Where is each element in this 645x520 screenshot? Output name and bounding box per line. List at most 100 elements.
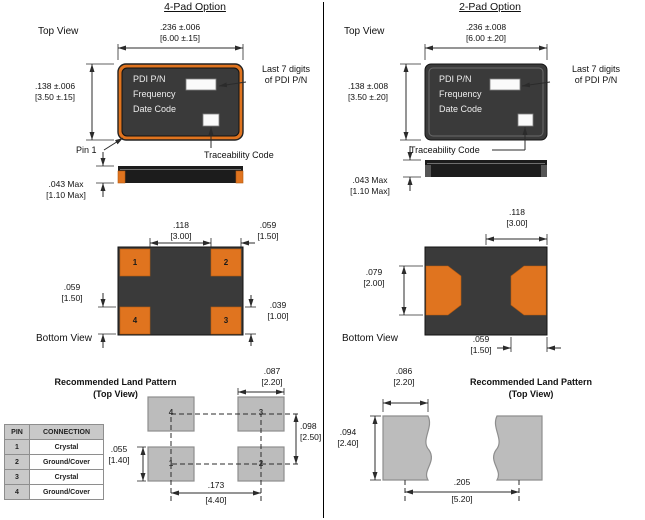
dim-vpitch-in-4pad: .098 [300,421,317,431]
dim-padspan-mm-4pad: [3.00] [170,231,192,241]
last7-callout-line1-4pad: Last 7 digits [261,64,311,74]
dim-padheight-mm-4pad: [1.50] [61,293,83,303]
dim-width-in-2pad: .236 ±.008 [465,22,507,32]
last7-callout-line2-4pad: of PDI P/N [264,75,308,85]
bottom-view-label-2pad: Bottom View [342,333,398,344]
last7-callout-line2-2pad: of PDI P/N [574,75,618,85]
pn-digits-box-2pad [489,78,521,91]
pin1-callout: Pin 1 [76,145,97,155]
table-row: 1 Crystal [4,439,104,455]
pin-number-cell: 1 [4,439,30,455]
dim-thickness-mm-2pad: [1.10 Max] [350,186,390,196]
side-view-2pad [403,146,547,191]
table-row: 2 Ground/Cover [4,454,104,470]
dim-thickness-in-2pad: .043 Max [352,175,388,185]
dim-padspan-in-4pad: .118 [173,220,189,230]
package-marking-pn-4pad: PDI P/N [133,74,166,84]
dim-thickness-in-4pad: .043 Max [48,179,84,189]
dim-hpitch-in-4pad: .173 [207,480,225,490]
package-marking-frequency-4pad: Frequency [133,89,176,99]
dim-width-mm-2pad: [6.00 ±.20] [465,33,507,43]
dim-padheight-in-4pad: .059 [63,282,81,292]
side-pad-left [425,265,462,316]
bottom-view-2pad [399,234,561,352]
land-pattern-4pad [137,388,301,501]
land-pattern-subtitle-4pad: (Top View) [93,389,138,399]
dim-padspan-in-2pad: .118 [509,207,525,217]
land-pad-number-2: 2 [258,459,264,468]
land-pattern-title-2pad: Recommended Land Pattern [469,377,593,387]
last7-callout-line1-2pad: Last 7 digits [571,64,621,74]
dim-height-mm-4pad: [3.50 ±.15] [34,92,76,102]
top-view-label-4pad: Top View [38,26,79,37]
dim-landheight-mm-4pad: [1.40] [108,455,130,465]
connection-cell: Crystal [29,439,104,455]
connection-cell: Ground/Cover [29,454,104,470]
pad-number-3: 3 [223,316,229,325]
land-pattern-title-4pad: Recommended Land Pattern [54,377,177,387]
traceability-box-4pad [202,113,220,127]
side-pad-right [510,265,547,316]
dim-height-in-2pad: .138 ±.008 [347,81,389,91]
top-view-2pad [400,44,551,151]
connection-cell: Crystal [29,469,104,485]
land-pad-left [382,415,432,481]
table-row: 4 Ground/Cover [4,484,104,500]
pad-1 [119,248,151,277]
package-marking-frequency-2pad: Frequency [439,89,482,99]
dim-landwidth-in-4pad: .087 [263,366,281,376]
connection-column-header: CONNECTION [29,424,104,440]
connection-cell: Ground/Cover [29,484,104,500]
pin1-leader [103,137,124,151]
section-title-4pad: 4-Pad Option [164,1,226,13]
dim-pitch-mm-2pad: [5.20] [451,494,473,504]
dim-hpitch-mm-4pad: [4.40] [205,495,227,505]
bottom-view-4pad [98,238,256,348]
land-pattern-subtitle-2pad: (Top View) [508,389,554,399]
side-body-2pad [425,160,547,177]
dim-landwidth-mm-2pad: [2.20] [393,377,415,387]
dim-corner-in-4pad: .039 [269,300,287,310]
dim-thickness-mm-4pad: [1.10 Max] [46,190,86,200]
land-pad-number-4: 4 [168,408,174,417]
top-view-label-2pad: Top View [344,26,385,37]
pin-number-cell: 4 [4,484,30,500]
pin-column-header: PIN [4,424,30,440]
pad-4 [119,306,151,335]
side-body-4pad [118,166,243,183]
dim-pitch-in-2pad: .205 [453,477,471,487]
dim-padspan-mm-2pad: [3.00] [506,218,528,228]
dim-landwidth-mm-4pad: [2.20] [261,377,283,387]
package-marking-datecode-2pad: Date Code [439,104,483,114]
pn-digits-box-4pad [185,78,217,91]
traceability-callout-4pad: Traceability Code [204,150,274,160]
traceability-box-2pad [517,113,534,127]
top-view-4pad [86,44,247,151]
last7-leader-2pad [521,81,551,88]
land-pad-number-1: 1 [168,459,174,468]
dim-landheight-in-4pad: .055 [110,444,128,454]
section-title-2pad: 2-Pad Option [459,1,521,13]
package-outline-dashed [170,413,262,465]
dim-landwidth-in-2pad: .086 [395,366,413,376]
pin-number-cell: 2 [4,454,30,470]
dim-padedge-in-2pad: .059 [472,334,490,344]
last7-leader-4pad [218,81,247,88]
dim-width-in-4pad: .236 ±.006 [159,22,201,32]
table-header-row: PIN CONNECTION [4,424,104,440]
dim-padwidth-mm-4pad: [1.50] [257,231,279,241]
pad-number-2: 2 [223,258,229,267]
dim-padedge-mm-2pad: [1.50] [470,345,492,355]
dim-landheight-mm-2pad: [2.40] [337,438,359,448]
package-marking-pn-2pad: PDI P/N [439,74,472,84]
pin-number-cell: 3 [4,469,30,485]
dim-padheight-in-2pad: .079 [365,267,383,277]
land-pattern-2pad [370,399,543,503]
package-marking-datecode-4pad: Date Code [133,104,177,114]
dim-width-mm-4pad: [6.00 ±.15] [159,33,201,43]
pin-connection-table: PIN CONNECTION 1 Crystal 2 Ground/Cover … [4,424,104,500]
pad-number-1: 1 [132,258,138,267]
pad-2 [210,248,242,277]
